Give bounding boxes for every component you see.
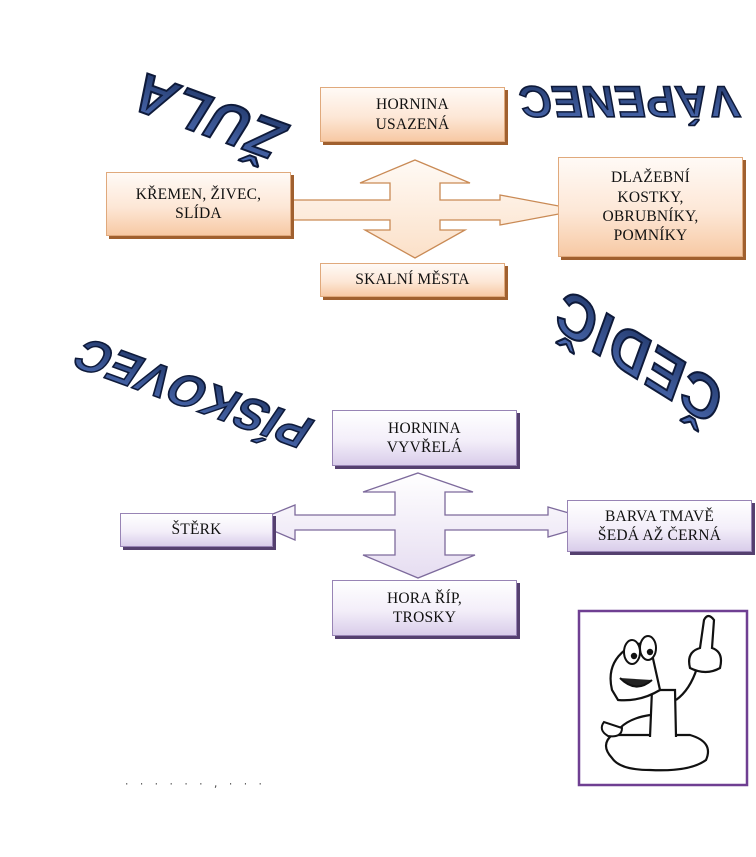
word-vapenec: VÁPENEC [514, 76, 742, 126]
box-barva-tmave-seda: BARVA TMAVĚ ŠEDÁ AŽ ČERNÁ [567, 500, 752, 552]
box-skalni-mesta: SKALNÍ MĚSTA [320, 263, 505, 297]
decorative-dots: · · · · · · , · · · [124, 780, 265, 790]
box-hornina-usazena: HORNINA USAZENÁ [320, 87, 505, 142]
box-hornina-vyvrela: HORNINA VYVŘELÁ [332, 410, 517, 466]
box-sterk: ŠTĚRK [120, 513, 273, 547]
four-way-arrow-top [237, 159, 581, 259]
box-kremen-zivec-slida: KŘEMEN, ŽIVEC, SLÍDA [106, 172, 291, 236]
four-way-arrow-bottom [251, 472, 603, 579]
box-dlazebni-kostky: DLAŽEBNÍ KOSTKY, OBRUBNÍKY, POMNÍKY [558, 157, 743, 257]
box-hora-rip-trosky: HORA ŘÍP, TROSKY [332, 580, 517, 636]
